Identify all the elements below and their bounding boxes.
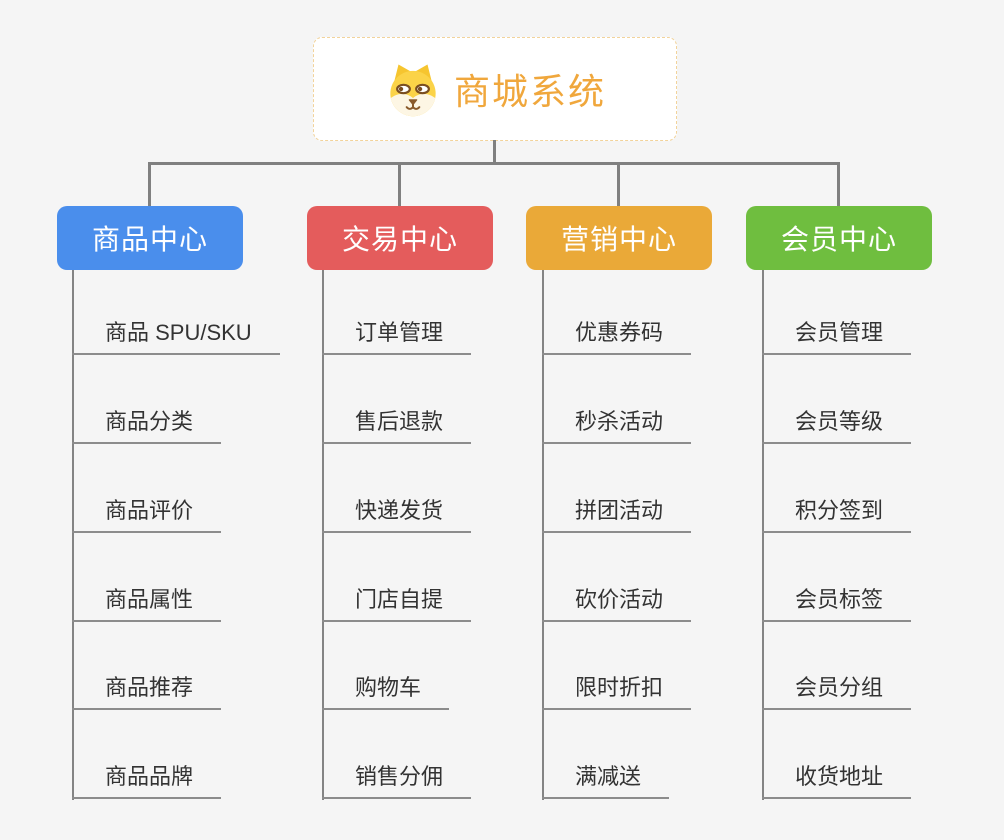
leaf-node[interactable]: 拼团活动 [542,496,692,533]
leaf-node[interactable]: 商品属性 [72,585,222,622]
branch-label: 营销中心 [560,224,677,255]
leaf-trunk-line-marketing [542,270,544,800]
branch-node-marketing-center[interactable]: 营销中心 [526,206,712,270]
leaf-node[interactable]: 售后退款 [322,407,472,444]
root-title: 商城系统 [453,71,606,112]
dog-face-icon [384,60,442,118]
connector-drop-marketing [617,162,620,207]
leaf-node[interactable]: 商品品牌 [72,762,222,799]
leaf-node[interactable]: 快递发货 [322,496,472,533]
leaf-node[interactable]: 会员管理 [762,318,912,355]
leaf-node[interactable]: 订单管理 [322,318,472,355]
leaf-node[interactable]: 收货地址 [762,762,912,799]
leaf-node[interactable]: 会员分组 [762,673,912,710]
leaf-node[interactable]: 商品 SPU/SKU [72,318,280,355]
leaf-node[interactable]: 秒杀活动 [542,407,692,444]
leaf-node[interactable]: 会员等级 [762,407,912,444]
connector-root-vertical [493,140,496,163]
leaf-node[interactable]: 购物车 [322,673,450,710]
leaf-trunk-line-trade [322,270,324,800]
branch-node-trade-center[interactable]: 交易中心 [307,206,493,270]
connector-drop-trade [398,162,401,207]
leaf-trunk-line-member [762,270,764,800]
connector-drop-member [837,162,840,207]
root-node[interactable]: 商城系统 [313,37,677,141]
leaf-node[interactable]: 门店自提 [322,585,472,622]
leaf-node[interactable]: 销售分佣 [322,762,472,799]
leaf-node[interactable]: 满减送 [542,762,670,799]
leaf-node[interactable]: 砍价活动 [542,585,692,622]
leaf-node[interactable]: 积分签到 [762,496,912,533]
leaf-node[interactable]: 会员标签 [762,585,912,622]
branch-label: 交易中心 [341,224,458,255]
branch-label: 商品中心 [91,224,208,255]
leaf-node[interactable]: 商品评价 [72,496,222,533]
leaf-node[interactable]: 商品推荐 [72,673,222,710]
leaf-node[interactable]: 商品分类 [72,407,222,444]
branch-node-member-center[interactable]: 会员中心 [746,206,932,270]
leaf-node[interactable]: 优惠券码 [542,318,692,355]
connector-bus [148,162,839,165]
leaf-trunk-line-product [72,270,74,800]
leaf-node[interactable]: 限时折扣 [542,673,692,710]
connector-drop-product [148,162,151,207]
branch-node-product-center[interactable]: 商品中心 [57,206,243,270]
branch-label: 会员中心 [780,224,897,255]
